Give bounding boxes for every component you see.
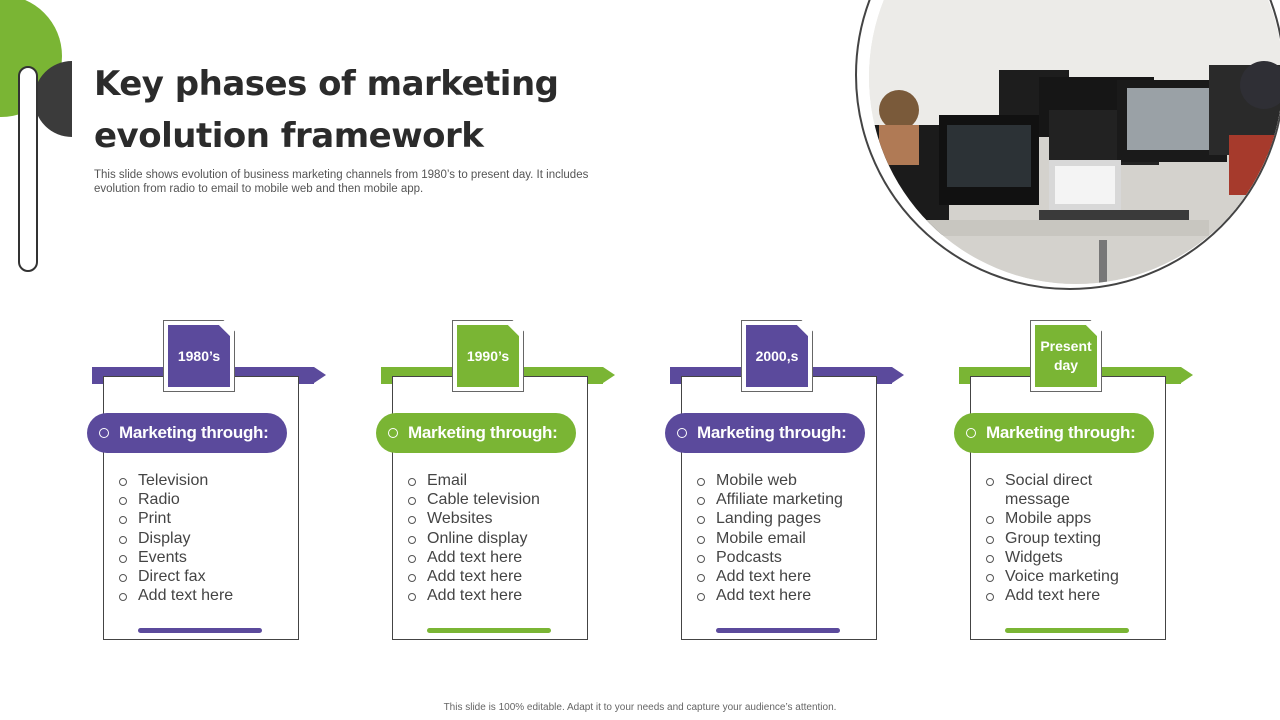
list-item: Add text here — [408, 567, 573, 586]
list-item: Voice marketing — [986, 567, 1151, 586]
phase-heading-pill: Marketing through: — [665, 413, 865, 453]
channel-list: Television Radio Print Display Events Di… — [119, 471, 284, 605]
card-underline — [1005, 628, 1129, 633]
list-item: Websites — [408, 509, 573, 528]
list-item: Television — [119, 471, 284, 490]
phase-tag-label: 1980’s — [168, 325, 230, 387]
list-item: Group texting — [986, 529, 1151, 548]
channel-list: Email Cable television Websites Online d… — [408, 471, 573, 605]
arrow-head-icon — [314, 367, 326, 383]
arrow-head-icon — [892, 367, 904, 383]
phase-tag: 1990’s — [452, 320, 524, 392]
phase-tag-label: 2000,s — [746, 325, 808, 387]
phase-heading-pill: Marketing through: — [87, 413, 287, 453]
phase-heading-pill: Marketing through: — [376, 413, 576, 453]
phase-tag-label: Present day — [1035, 325, 1097, 387]
footer-note: This slide is 100% editable. Adapt it to… — [443, 702, 837, 713]
list-item: Direct fax — [119, 567, 284, 586]
phase-tag: Present day — [1030, 320, 1102, 392]
list-item: Add text here — [697, 567, 862, 586]
phase-tag: 2000,s — [741, 320, 813, 392]
list-item: Landing pages — [697, 509, 862, 528]
phase-card-1980s: 1980’s Marketing through: Television Rad… — [87, 320, 332, 650]
office-photo — [869, 0, 1280, 284]
channel-list: Mobile web Affiliate marketing Landing p… — [697, 471, 862, 605]
list-item: Online display — [408, 529, 573, 548]
phase-tag: 1980’s — [163, 320, 235, 392]
list-item: Email — [408, 471, 573, 490]
phase-heading: Marketing through: — [697, 423, 847, 442]
circle-bullet-icon — [388, 428, 398, 438]
phase-card-2000s: 2000,s Marketing through: Mobile web Aff… — [665, 320, 910, 650]
office-photo-circle — [855, 0, 1280, 290]
arrow-head-icon — [1181, 367, 1193, 383]
card-underline — [716, 628, 840, 633]
channel-list: Social direct message Mobile apps Group … — [986, 471, 1151, 605]
list-item: Podcasts — [697, 548, 862, 567]
list-item: Social direct message — [986, 471, 1151, 509]
decorative-pill-outline — [18, 66, 38, 272]
list-item: Mobile web — [697, 471, 862, 490]
circle-bullet-icon — [677, 428, 687, 438]
phase-card-1990s: 1990’s Marketing through: Email Cable te… — [376, 320, 621, 650]
list-item: Add text here — [119, 586, 284, 605]
list-item: Mobile email — [697, 529, 862, 548]
phase-heading: Marketing through: — [986, 423, 1136, 442]
list-item: Radio — [119, 490, 284, 509]
circle-bullet-icon — [99, 428, 109, 438]
arrow-head-icon — [603, 367, 615, 383]
list-item: Cable television — [408, 490, 573, 509]
card-underline — [427, 628, 551, 633]
card-underline — [138, 628, 262, 633]
list-item: Affiliate marketing — [697, 490, 862, 509]
page-title: Key phases of marketing evolution framew… — [94, 64, 559, 156]
phase-card-present-day: Present day Marketing through: Social di… — [954, 320, 1199, 650]
list-item: Mobile apps — [986, 509, 1151, 528]
list-item: Print — [119, 509, 284, 528]
list-item: Add text here — [408, 548, 573, 567]
list-item: Add text here — [986, 586, 1151, 605]
list-item: Add text here — [408, 586, 573, 605]
phase-tag-label: 1990’s — [457, 325, 519, 387]
phase-heading: Marketing through: — [119, 423, 269, 442]
list-item: Add text here — [697, 586, 862, 605]
list-item: Widgets — [986, 548, 1151, 567]
circle-bullet-icon — [966, 428, 976, 438]
page-subtitle: This slide shows evolution of business m… — [94, 169, 589, 195]
list-item: Display — [119, 529, 284, 548]
phase-heading: Marketing through: — [408, 423, 558, 442]
phase-heading-pill: Marketing through: — [954, 413, 1154, 453]
list-item: Events — [119, 548, 284, 567]
